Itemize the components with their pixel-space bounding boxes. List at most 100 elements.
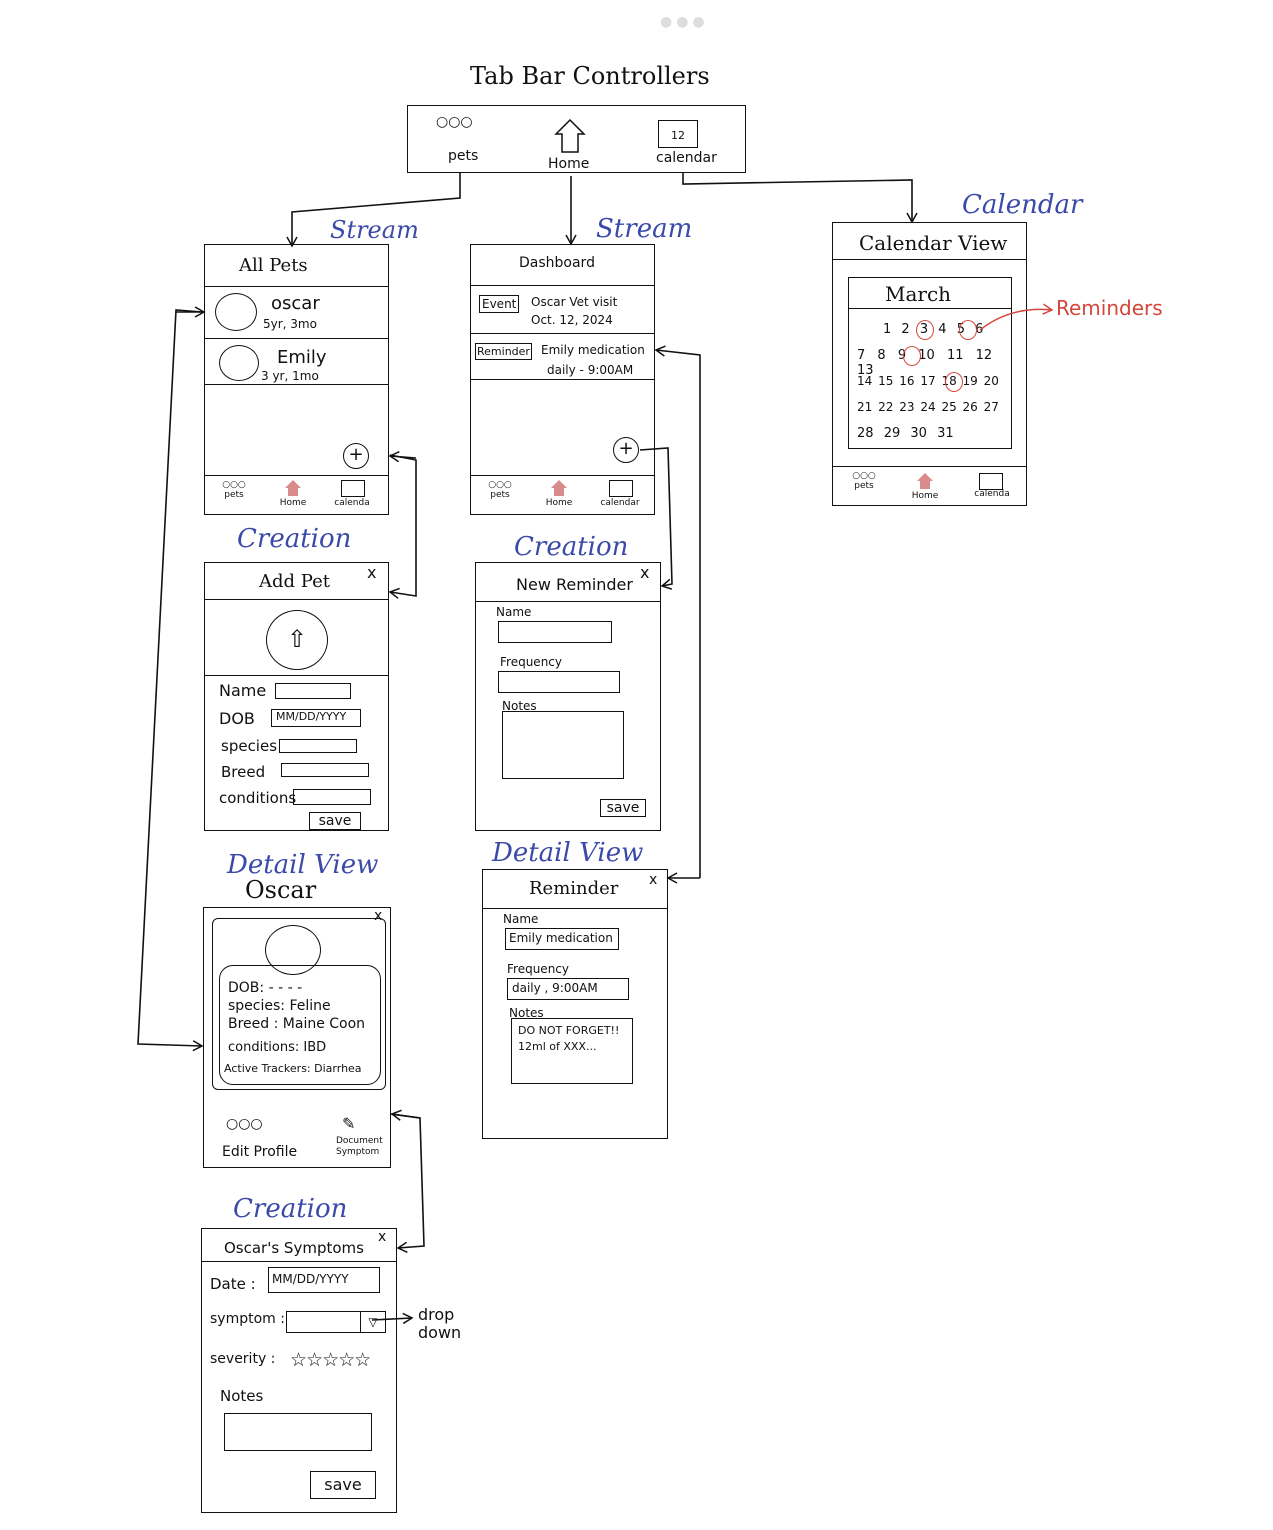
frequency-field[interactable] (498, 671, 620, 693)
week-row: 21 22 23 24 25 26 27 (857, 400, 999, 414)
day-12[interactable]: 12 (975, 348, 993, 363)
day-4[interactable]: 4 (938, 322, 947, 337)
day-11[interactable]: 11 (946, 348, 964, 363)
calendar-icon[interactable] (341, 480, 365, 497)
week-row: 28 29 30 31 (857, 426, 954, 441)
species-text: species: Feline (228, 998, 331, 1014)
day-27[interactable]: 27 (983, 400, 999, 414)
day-17[interactable]: 17 (920, 374, 936, 388)
close-icon[interactable]: x (374, 908, 383, 924)
day-26[interactable]: 26 (962, 400, 978, 414)
save-button[interactable]: save (600, 799, 646, 817)
dropdown-annotation: drop down (418, 1305, 462, 1342)
label-creation-symptoms: Creation (233, 1194, 348, 1224)
day-20[interactable]: 20 (983, 374, 999, 388)
day-7[interactable]: 7 (857, 348, 866, 363)
symptoms-title: Oscar's Symptoms (224, 1239, 364, 1257)
day-13[interactable]: 13 (857, 363, 874, 378)
day-1[interactable]: 1 (883, 322, 892, 337)
day-24[interactable]: 24 (920, 400, 936, 414)
pet-age: 3 yr, 1mo (261, 369, 319, 383)
day-23[interactable]: 23 (899, 400, 915, 414)
save-button[interactable]: save (310, 1471, 376, 1499)
calendar-icon[interactable]: 12 (658, 120, 698, 148)
date-field[interactable]: MM/DD/YYYY (268, 1267, 380, 1293)
notes-field[interactable] (224, 1413, 372, 1451)
upload-photo-button[interactable]: ⇧ (266, 610, 328, 670)
close-icon[interactable]: x (649, 872, 658, 888)
frequency-field[interactable]: daily , 9:00AM (507, 978, 629, 1000)
pet-name: oscar (271, 293, 320, 314)
arrow-newreminder (639, 447, 673, 590)
diagram-title: Tab Bar Controllers (470, 62, 710, 90)
add-pet-button[interactable]: + (343, 443, 369, 469)
name-field[interactable] (275, 683, 351, 699)
arrow-reminder-detail (654, 345, 701, 878)
home-icon[interactable] (285, 480, 301, 488)
severity-stars[interactable]: ☆☆☆☆☆ (290, 1349, 371, 1371)
breed-text: Breed : Maine Coon (228, 1016, 366, 1032)
mini-tab-pets[interactable]: ○○○pets (488, 480, 512, 500)
dashboard-item-event[interactable]: Event Oscar Vet visit Oct. 12, 2024 (471, 287, 654, 333)
add-reminder-button[interactable]: + (613, 437, 639, 463)
tab-pets-label: pets (448, 148, 479, 164)
day-31[interactable]: 31 (937, 426, 954, 441)
pet-row-emily[interactable]: Emily 3 yr, 1mo (205, 341, 388, 387)
day-25[interactable]: 25 (941, 400, 957, 414)
document-symptom-button[interactable]: Document Symptom (336, 1136, 383, 1157)
oscar-detail-header: Oscar (245, 876, 317, 904)
day-29[interactable]: 29 (883, 426, 901, 441)
day-8[interactable]: 8 (877, 348, 886, 363)
day-10[interactable]: 10 (918, 348, 935, 363)
species-field[interactable] (279, 739, 357, 753)
day-14[interactable]: 14 (857, 374, 873, 388)
day-21[interactable]: 21 (857, 400, 873, 414)
paw-icon: ○○○ (226, 1116, 263, 1132)
new-reminder-title: New Reminder (516, 575, 633, 594)
breed-field[interactable] (281, 763, 369, 777)
edit-profile-button[interactable]: Edit Profile (222, 1144, 298, 1160)
day-6[interactable]: 6 (975, 322, 984, 337)
dob-field[interactable]: MM/DD/YYYY (271, 709, 361, 727)
close-icon[interactable]: x (367, 563, 377, 582)
home-icon[interactable] (554, 118, 586, 154)
home-icon[interactable] (917, 473, 933, 481)
day-30[interactable]: 30 (910, 426, 927, 441)
name-field[interactable] (498, 621, 612, 643)
reminder-marker (959, 320, 977, 340)
mini-tab-pets[interactable]: ○○○pets (222, 480, 246, 500)
label-detail-oscar: Detail View (227, 850, 379, 880)
notes-field[interactable]: DO NOT FORGET!! 12ml of XXX... (511, 1018, 633, 1084)
name-field[interactable]: Emily medication (505, 928, 619, 950)
close-icon[interactable]: x (378, 1229, 387, 1245)
day-9[interactable]: 9 (897, 348, 907, 363)
mini-tab-calendar: calendar (600, 498, 640, 508)
day-15[interactable]: 15 (878, 374, 894, 388)
notes-label: Notes (509, 1006, 544, 1020)
day-22[interactable]: 22 (878, 400, 894, 414)
dashboard-item-reminder[interactable]: Reminder Emily medication daily - 9:00AM (471, 335, 654, 381)
save-button[interactable]: save (309, 812, 361, 830)
calendar-icon[interactable] (609, 480, 633, 497)
cat-avatar-icon (265, 925, 321, 975)
conditions-field[interactable] (293, 789, 371, 805)
home-icon[interactable] (551, 480, 567, 488)
day-16[interactable]: 16 (899, 374, 915, 388)
calendar-icon-day: 12 (671, 129, 685, 142)
pet-row-oscar[interactable]: oscar 5yr, 3mo (205, 287, 388, 337)
new-reminder-screen: New Reminder x Name Frequency Notes save (475, 562, 661, 831)
tab-calendar-label: calendar (656, 150, 717, 166)
week-row: 7 8 9 10 11 12 13 (857, 348, 1011, 378)
close-icon[interactable]: x (640, 563, 650, 582)
month-grid: March 1 2 3 4 5 6 7 8 9 10 11 12 13 14 1… (848, 277, 1012, 449)
reminders-annotation: Reminders (1056, 296, 1163, 320)
arrow-reminders-annotation (979, 303, 1054, 331)
pets-icon[interactable]: ○○○ (436, 114, 473, 130)
notes-field[interactable] (502, 711, 624, 779)
symptom-dropdown[interactable]: ▽ (286, 1311, 386, 1333)
mini-tab-pets[interactable]: ○○○pets (852, 471, 876, 491)
calendar-icon[interactable] (979, 473, 1003, 490)
day-19[interactable]: 19 (962, 374, 978, 388)
day-28[interactable]: 28 (857, 426, 874, 441)
day-2[interactable]: 2 (901, 322, 910, 337)
